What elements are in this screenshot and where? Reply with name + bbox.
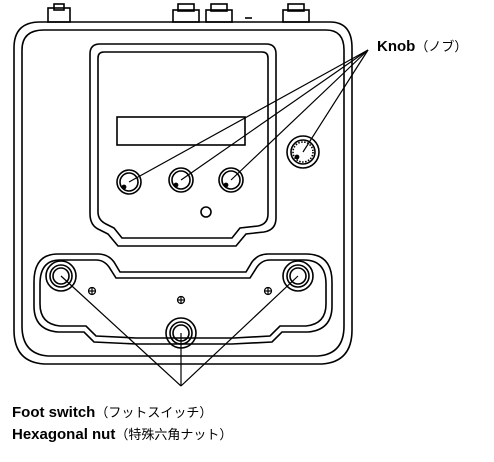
knob-callout-lines (128, 49, 369, 183)
knob-label: Knob（ノブ） (377, 39, 467, 54)
knob-1[interactable] (116, 169, 142, 195)
foot-switch-label-sub: （フットスイッチ） (95, 406, 213, 421)
knob-3[interactable] (218, 167, 244, 193)
knob-4[interactable] (286, 135, 320, 169)
foot-switch-left[interactable] (45, 260, 77, 292)
hex-nut-label-text: Hexagonal nut (12, 426, 116, 443)
knob-label-sub: （ノブ） (415, 40, 468, 55)
status-led (200, 206, 212, 218)
foot-switch-label-text: Foot switch (12, 404, 96, 421)
screw-right-icon (263, 286, 273, 296)
hex-nut-label: Hexagonal nut（特殊六角ナット） (12, 427, 232, 442)
device-body (13, 21, 353, 365)
hex-nut-label-sub: （特殊六角ナット） (115, 428, 233, 443)
display-bezel (89, 43, 277, 247)
foot-switch-right[interactable] (282, 260, 314, 292)
display-bezel-inner (97, 51, 269, 239)
screw-center-icon (176, 295, 186, 305)
screw-left-icon (87, 286, 97, 296)
footswitch-callout-lines (60, 275, 299, 387)
lcd-window (116, 116, 246, 146)
knob-label-text: Knob (377, 38, 416, 55)
knob-2[interactable] (168, 167, 194, 193)
top-connectors (47, 3, 310, 23)
device-body-inner (21, 29, 345, 357)
footswitch-panel-inner (39, 259, 327, 339)
footswitch-panel (33, 253, 333, 345)
foot-switch-label: Foot switch（フットスイッチ） (12, 405, 212, 420)
